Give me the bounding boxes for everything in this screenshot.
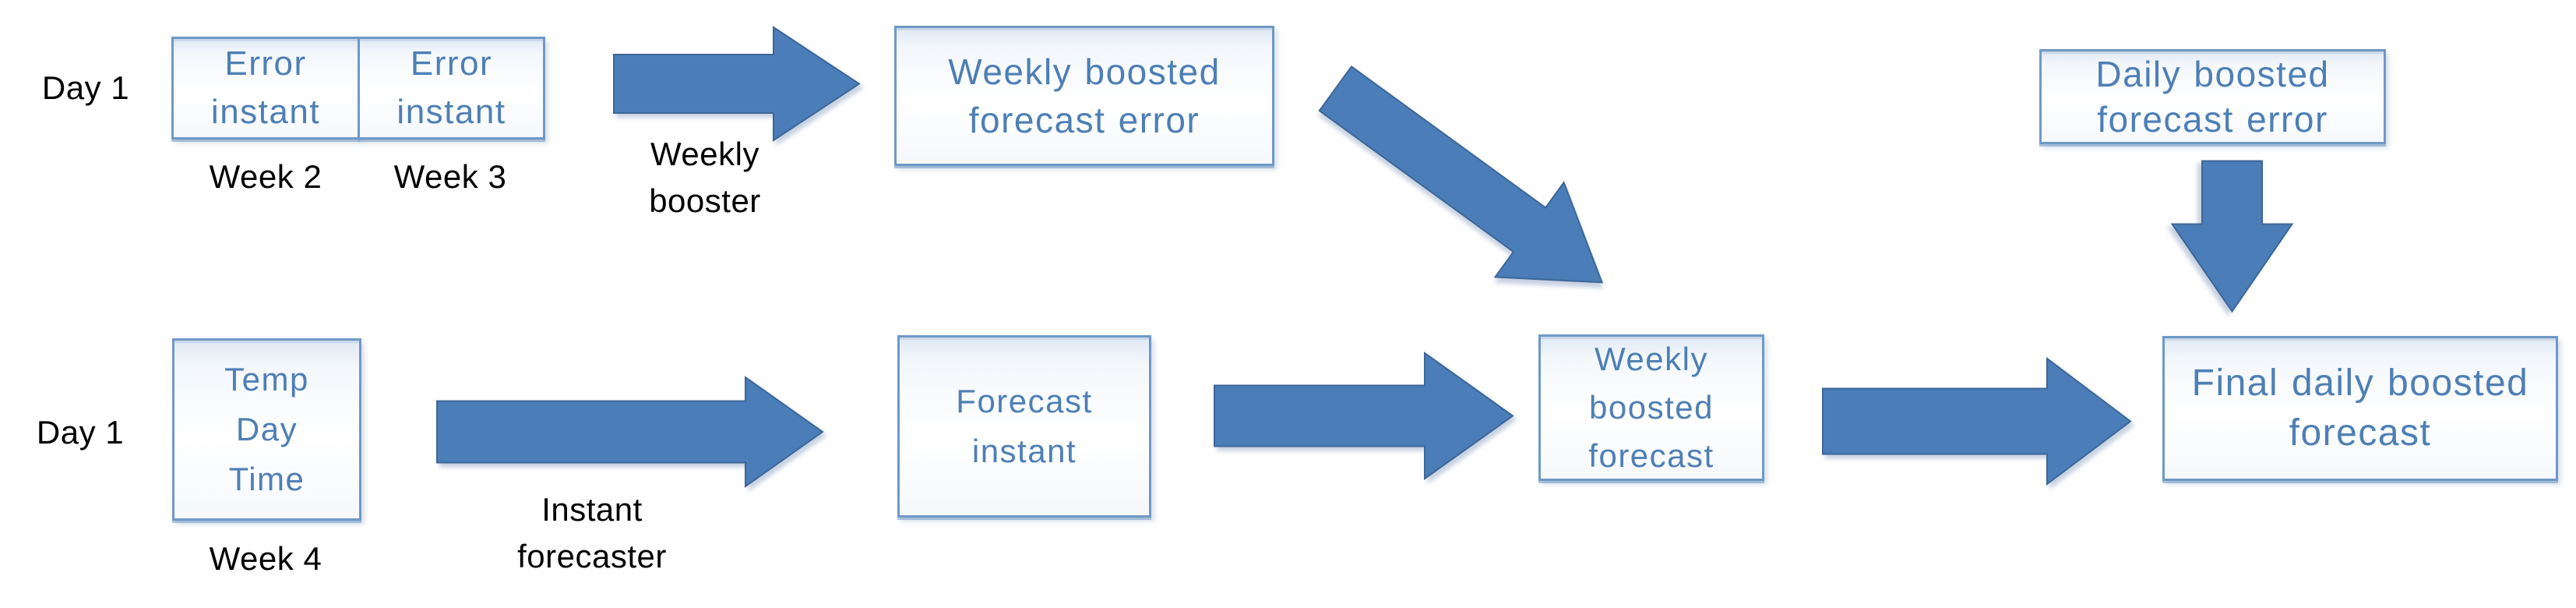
week3-label: Week 3 [393,158,507,195]
weekly-boosted-to-final-arrow [1822,356,2132,486]
error-instant-week2-box: Error instant [171,37,360,140]
weekly-booster-arrow [613,26,861,142]
error-instant-week3-box: Error instant [358,37,545,140]
day1-top-label: Day 1 [41,69,130,106]
temp-day-time-box: Temp Day Time [172,338,361,521]
weekly-error-to-forecast-diagonal-arrow [1318,65,1604,284]
week4-label: Week 4 [209,540,322,577]
weekly-boosted-forecast-error-box: Weekly boosted forecast error [894,26,1274,166]
day1-bottom-label: Day 1 [36,414,125,451]
forecast-instant-box: Forecast instant [897,335,1151,518]
daily-boosted-forecast-error-box: Daily boosted forecast error [2039,49,2386,144]
final-daily-boosted-forecast-box: Final daily boosted forecast [2162,336,2558,481]
forecast-instant-to-weekly-boosted-arrow [1214,352,1514,480]
week2-label: Week 2 [209,158,322,195]
weekly-boosted-forecast-box: Weekly boosted forecast [1538,334,1764,481]
weekly-booster-label: Weekly booster [649,136,761,219]
instant-forecaster-arrow [436,376,824,488]
daily-error-down-arrow [2170,160,2294,313]
instant-forecaster-label: Instant forecaster [517,491,667,574]
